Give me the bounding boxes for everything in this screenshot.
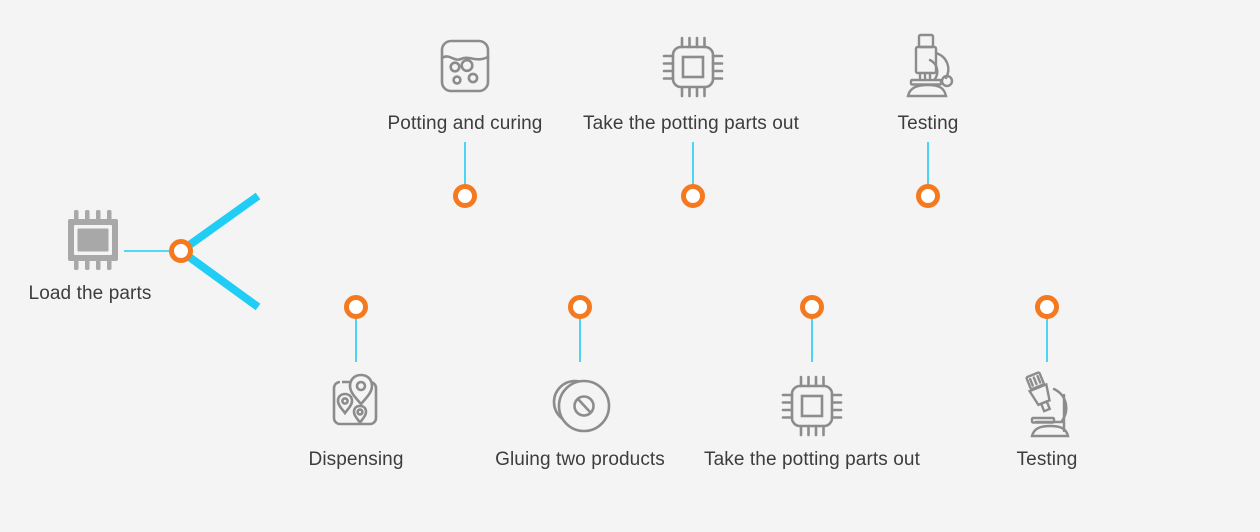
bottom-step-3-label: Take the potting parts out: [704, 449, 920, 470]
node-marker-bottom-4[interactable]: [1035, 295, 1059, 319]
microscope-tilted-icon: [1012, 369, 1082, 443]
potting-liquid-icon: [432, 34, 498, 100]
bottom-step-1-label: Dispensing: [308, 449, 404, 470]
chip-solid-icon: [61, 208, 125, 272]
top-step-3-label: Testing: [897, 113, 959, 134]
fork-line-bottom: [178, 247, 261, 311]
top-step-2-label: Take the potting parts out: [583, 113, 799, 134]
start-step-label: Load the parts: [28, 283, 152, 304]
dispensing-droplets-icon: [321, 370, 391, 440]
gluing-circles-icon: [546, 372, 614, 438]
node-marker-top-3[interactable]: [916, 184, 940, 208]
top-step-1-label: Potting and curing: [387, 113, 543, 134]
bottom-step-4-label: Testing: [1016, 449, 1078, 470]
chip-outline-icon: [658, 32, 728, 102]
node-marker-bottom-1[interactable]: [344, 295, 368, 319]
node-marker-top-2[interactable]: [681, 184, 705, 208]
node-marker-top-1[interactable]: [453, 184, 477, 208]
fork-line-top: [178, 192, 261, 255]
bottom-step-2-label: Gluing two products: [495, 449, 665, 470]
chip-outline-icon: [777, 371, 847, 441]
node-marker-bottom-2[interactable]: [568, 295, 592, 319]
node-marker-start[interactable]: [169, 239, 193, 263]
microscope-icon: [894, 31, 962, 103]
node-marker-bottom-3[interactable]: [800, 295, 824, 319]
